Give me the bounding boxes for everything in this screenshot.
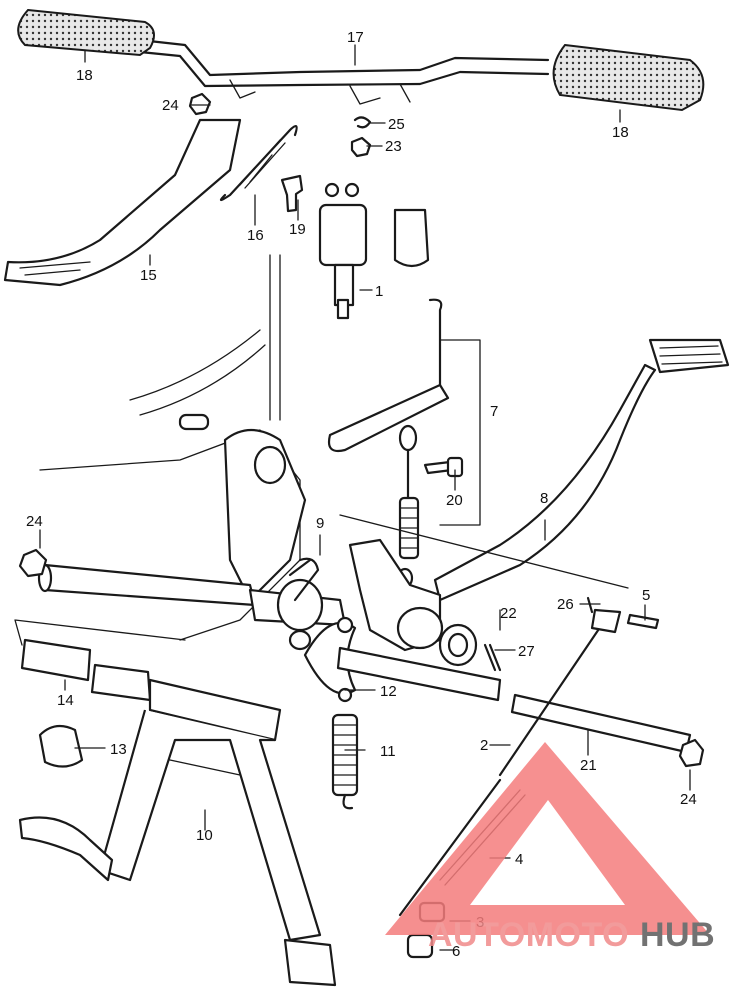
callouts: 1 2 3 4 5 6 7 8 9 10 11 12 13 14 15 16 1…	[26, 29, 697, 960]
brake-pedal	[348, 338, 730, 652]
spring-eye	[398, 424, 418, 452]
rod-2	[498, 618, 607, 777]
pivot-shaft	[37, 563, 347, 651]
left-grip	[17, 8, 155, 57]
callout-25: 25	[388, 116, 405, 133]
callout-2: 2	[480, 737, 488, 754]
rod-joint	[590, 608, 622, 634]
callout-24c: 24	[680, 791, 697, 808]
callout-20: 20	[446, 492, 463, 509]
callout-27: 27	[518, 643, 535, 660]
nut-24-right	[678, 738, 705, 768]
callout-26: 26	[557, 596, 574, 613]
callout-24a: 24	[162, 97, 179, 114]
side-stand	[3, 118, 242, 287]
callout-1: 1	[375, 283, 383, 300]
callout-22: 22	[500, 605, 517, 622]
callout-19: 19	[289, 221, 306, 238]
bushing-14	[20, 638, 92, 682]
cotter-27	[483, 643, 502, 672]
callout-18a: 18	[76, 67, 93, 84]
spring-9	[288, 557, 320, 602]
center-line	[339, 514, 629, 589]
callout-21: 21	[580, 757, 597, 774]
watermark-text-2: HUB	[640, 916, 715, 954]
callout-16: 16	[247, 227, 264, 244]
callout-11: 11	[380, 743, 396, 760]
callout-17: 17	[347, 29, 364, 46]
watermark: AUTOMOTO HUB	[385, 742, 715, 954]
frame-outline	[39, 254, 307, 641]
rod-7	[327, 298, 481, 526]
callout-4: 4	[515, 851, 523, 868]
pin-19	[280, 174, 304, 213]
bolt-5	[626, 613, 660, 630]
pivot-rod	[336, 646, 502, 702]
callout-8: 8	[540, 490, 548, 507]
watermark-triangle	[385, 742, 710, 935]
shaft-21	[510, 693, 692, 754]
nut-24-top	[188, 92, 212, 116]
nut-24-left	[18, 548, 48, 578]
callout-5: 5	[642, 587, 650, 604]
watermark-text-1: AUTOMOTO	[428, 916, 629, 954]
callout-15: 15	[140, 267, 157, 284]
stop-switch	[318, 182, 430, 320]
callout-10: 10	[196, 827, 213, 844]
footpeg-bar	[17, 8, 705, 112]
switch-boot	[393, 208, 430, 268]
leader-lines	[39, 44, 691, 951]
spring-16	[219, 124, 298, 202]
threaded-rod	[398, 778, 502, 917]
callout-12: 12	[380, 683, 397, 700]
callout-14: 14	[57, 692, 74, 709]
callout-6: 6	[452, 943, 460, 960]
callout-24b: 24	[26, 513, 43, 530]
right-grip	[552, 43, 705, 112]
main-stand	[18, 663, 337, 987]
nut-23	[350, 136, 372, 158]
clip-25	[353, 116, 372, 129]
pin-26	[586, 596, 594, 614]
callout-9: 9	[316, 515, 324, 532]
callout-7: 7	[490, 403, 498, 420]
rubber-13	[38, 724, 84, 768]
callout-23: 23	[385, 138, 402, 155]
callout-18b: 18	[612, 124, 629, 141]
callout-13: 13	[110, 741, 127, 758]
